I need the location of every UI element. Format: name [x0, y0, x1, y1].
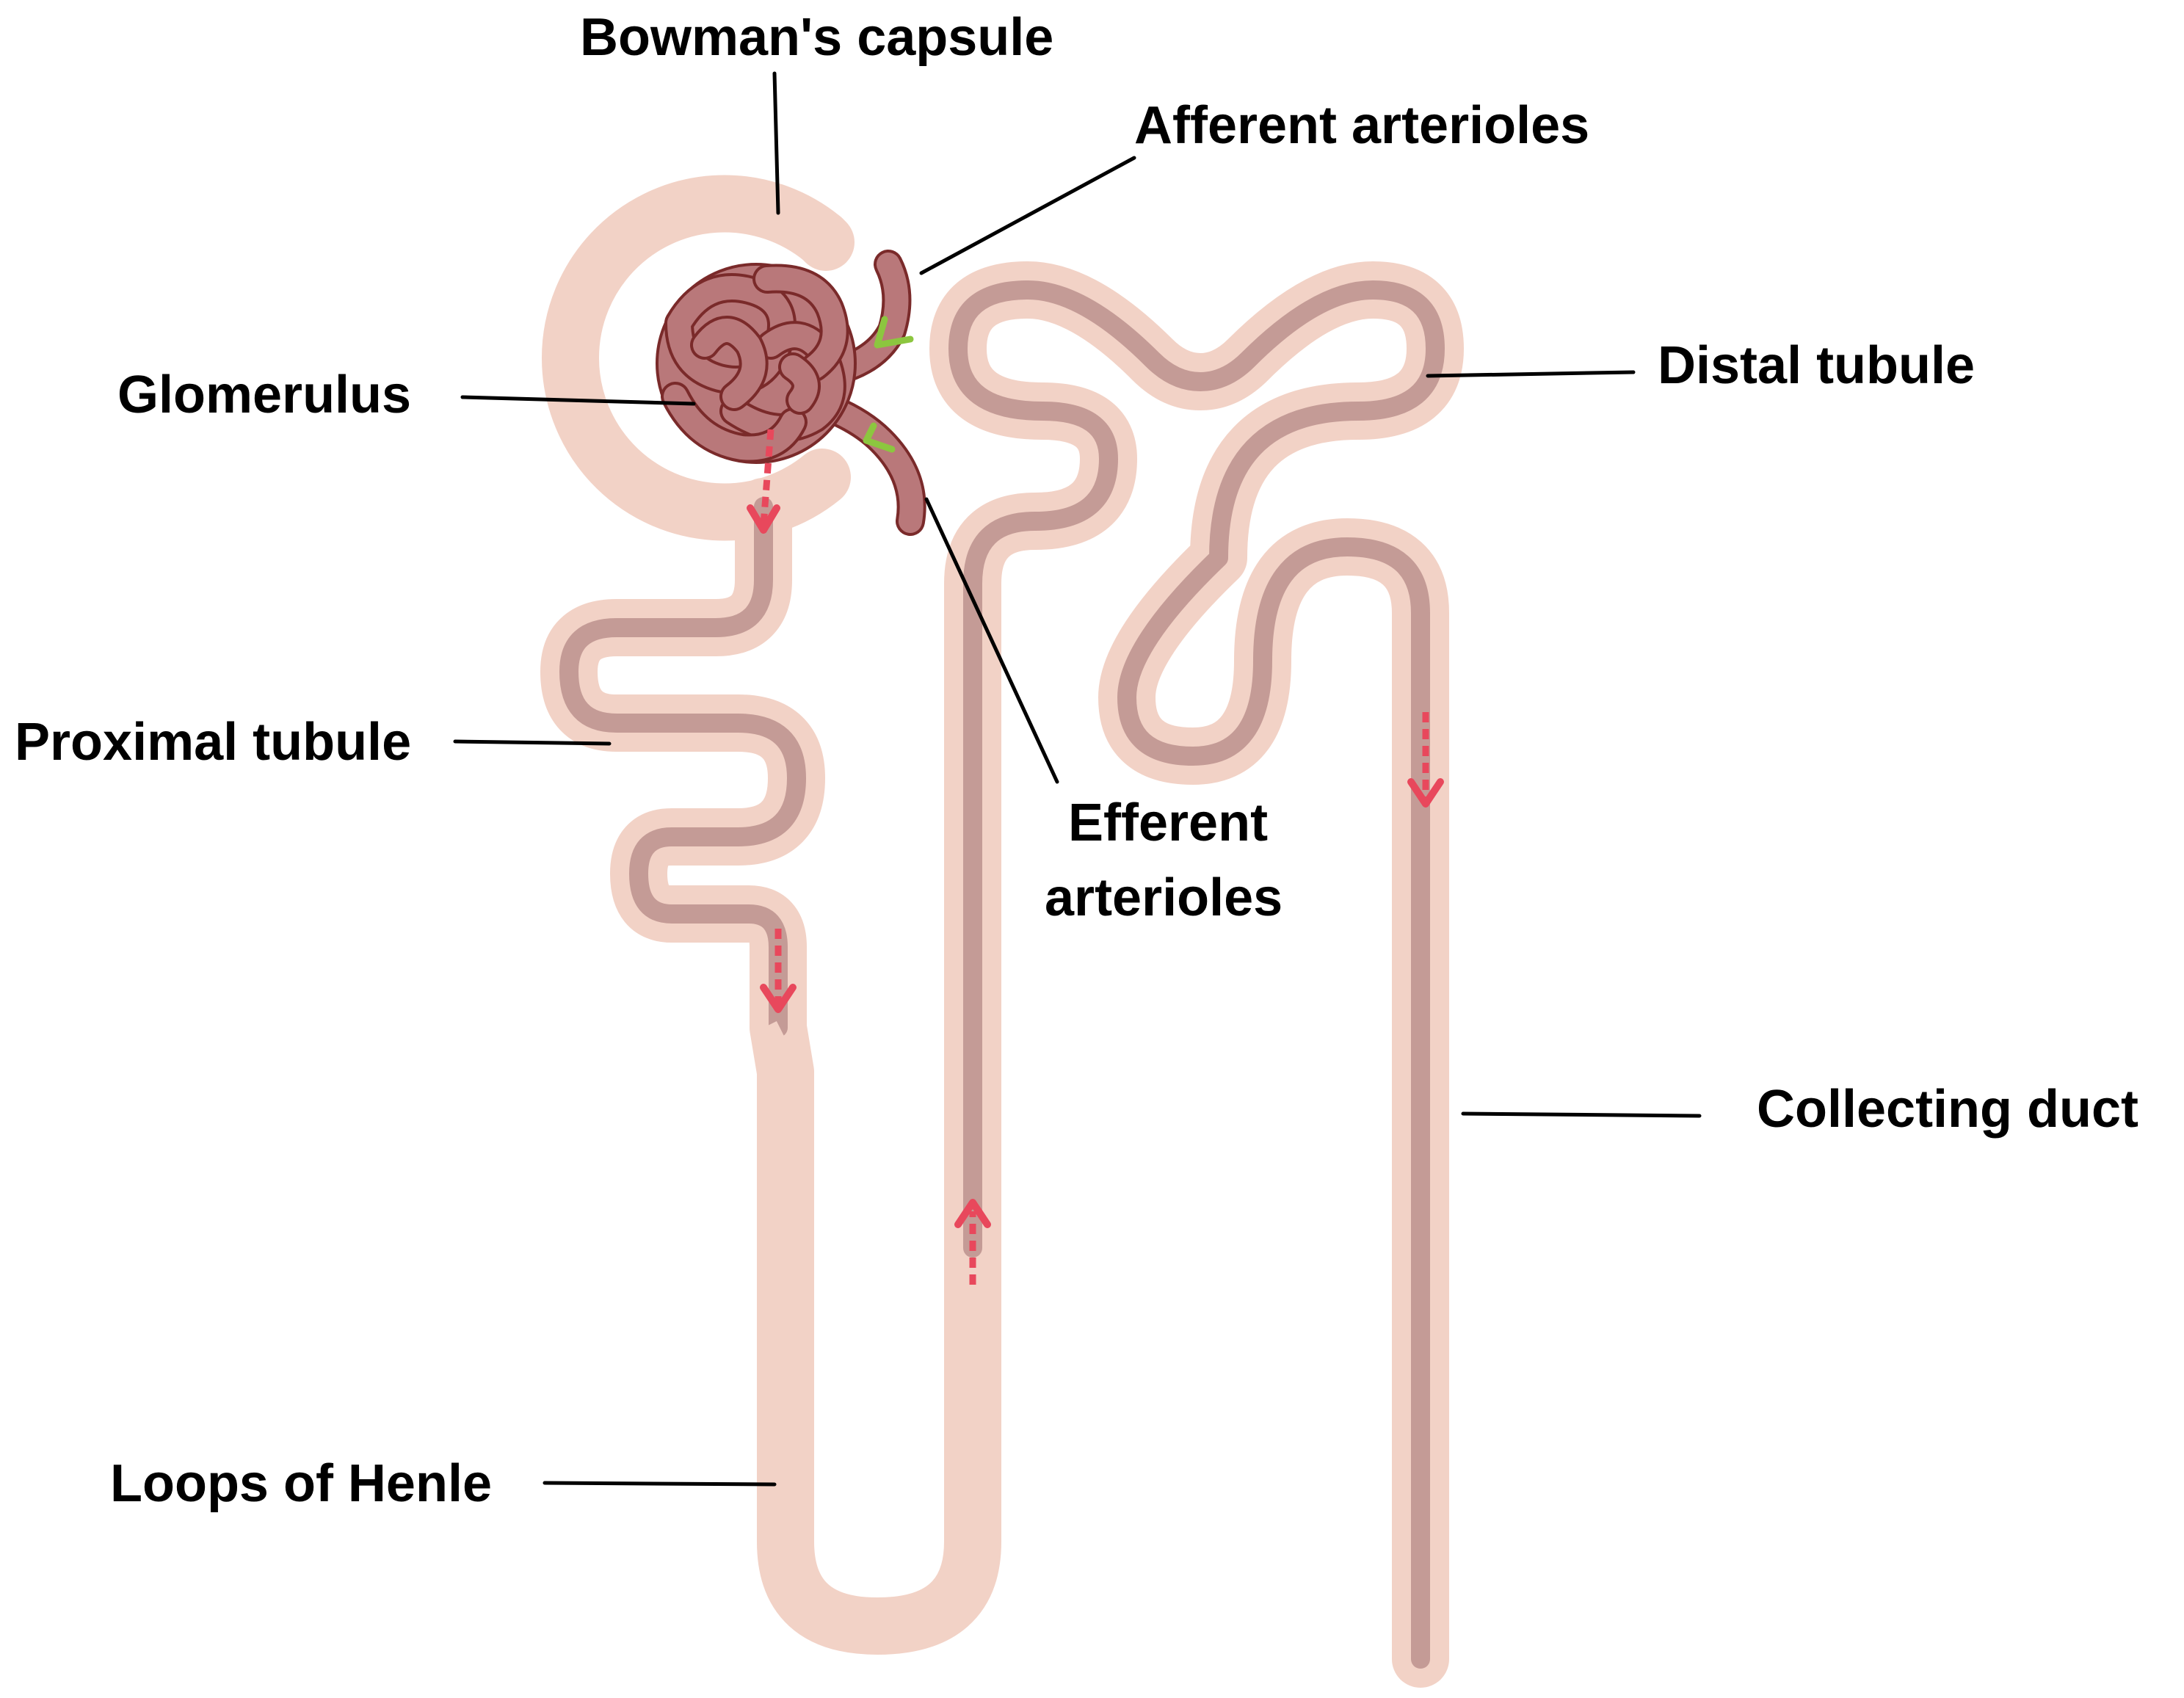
flow-arrow-proximal [760, 929, 797, 1013]
leader-bowmans-capsule [772, 71, 780, 215]
label-collecting-duct: Collecting duct [1757, 1080, 2138, 1139]
glomerulus [656, 263, 857, 464]
label-efferent-line2: arterioles [1045, 868, 1283, 927]
flow-arrow-collecting [1407, 712, 1444, 808]
nephron-tubule [540, 261, 1464, 1688]
ascending-limb-core [948, 280, 1445, 1669]
label-afferent-arterioles: Afferent arterioles [1134, 96, 1589, 155]
flow-arrow-ascending [954, 1199, 991, 1285]
leader-distal-tubule [1426, 370, 1636, 378]
green-flow-markers [863, 316, 914, 453]
labels: Bowman's capsule Afferent arterioles Glo… [15, 8, 2138, 1513]
label-loops-of-henle: Loops of Henle [110, 1454, 492, 1513]
leader-proximal-tubule [453, 739, 612, 746]
label-glomerulus: Glomerulus [117, 366, 411, 424]
bowmans-capsule [542, 175, 855, 541]
leader-loops-of-henle [543, 1481, 777, 1487]
leader-glomerulus [460, 395, 696, 406]
leader-collecting-duct [1461, 1111, 1702, 1118]
flow-arrows [747, 429, 1444, 1285]
leader-efferent-arterioles [924, 497, 1059, 784]
tubule-inner-path [559, 497, 806, 1037]
label-distal-tubule: Distal tubule [1658, 336, 1975, 395]
label-bowmans-capsule: Bowman's capsule [580, 8, 1053, 67]
afferent-flow-marker [874, 316, 914, 349]
label-efferent-line1: Efferent [1068, 794, 1268, 852]
leader-afferent-arterioles [919, 156, 1136, 275]
leader-lines [453, 71, 1702, 1487]
label-proximal-tubule: Proximal tubule [15, 713, 411, 772]
flow-arrow-capsule [747, 429, 780, 534]
efferent-flow-marker [863, 422, 896, 453]
